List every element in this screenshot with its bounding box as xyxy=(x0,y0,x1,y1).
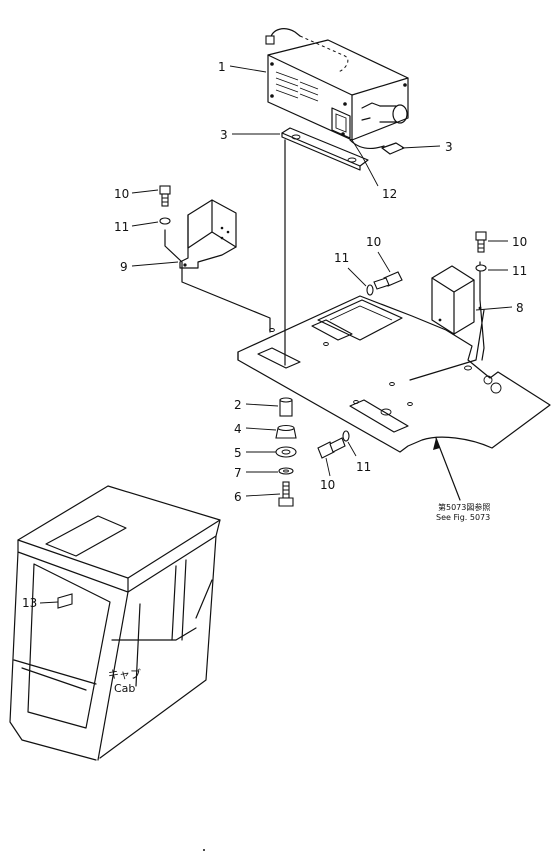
stray-mark xyxy=(203,849,205,851)
callout-13: 13 xyxy=(22,596,37,610)
callout-5: 5 xyxy=(234,446,242,460)
callout-10-center: 10 xyxy=(366,235,381,249)
callout-11-right: 11 xyxy=(512,264,527,278)
callout-9: 9 xyxy=(120,260,128,274)
callout-10-right: 10 xyxy=(512,235,527,249)
callout-3-left: 3 xyxy=(220,128,228,142)
washer-left xyxy=(159,217,171,225)
l-bracket xyxy=(179,199,237,269)
mount-bolt xyxy=(278,481,294,507)
cab-label-en: Cab xyxy=(114,682,135,695)
mounting-bracket-right xyxy=(381,142,405,155)
washer-center xyxy=(366,284,374,296)
callout-3-right: 3 xyxy=(445,140,453,154)
see-fig-label-jp: 第5073図参照 xyxy=(438,502,490,512)
reference-arrow xyxy=(433,437,461,501)
base-plate xyxy=(237,295,551,453)
washer-bottom xyxy=(342,430,350,442)
plain-washer xyxy=(278,467,294,475)
washer-right xyxy=(475,264,487,272)
see-fig-label-en: See Fig. 5073 xyxy=(436,513,490,522)
controller-box xyxy=(265,28,409,150)
callout-4: 4 xyxy=(234,422,242,436)
leader-lines xyxy=(164,139,485,381)
callout-1: 1 xyxy=(218,60,226,74)
bolt-bottom xyxy=(317,437,346,459)
callout-7: 7 xyxy=(234,466,242,480)
bolt-right xyxy=(475,231,487,253)
rubber-cushion xyxy=(275,424,297,439)
callout-8: 8 xyxy=(516,301,524,315)
callout-11-bottom: 11 xyxy=(356,460,371,474)
callout-11-center: 11 xyxy=(334,251,349,265)
mounting-bracket-left xyxy=(281,127,369,171)
callout-10-bottom-b: 10 xyxy=(320,478,335,492)
callout-leaders xyxy=(39,65,513,604)
bolt-center xyxy=(373,271,403,290)
cab xyxy=(9,485,221,761)
callout-11-left: 11 xyxy=(114,220,129,234)
callout-2: 2 xyxy=(234,398,242,412)
bolt-left xyxy=(159,185,171,207)
relay-cover xyxy=(431,265,482,335)
cab-label-jp: キャブ xyxy=(108,667,141,681)
spacer xyxy=(279,397,293,417)
cushion-lower xyxy=(275,446,297,458)
callout-12: 12 xyxy=(382,187,397,201)
callout-10-left: 10 xyxy=(114,187,129,201)
callout-6: 6 xyxy=(234,490,242,504)
